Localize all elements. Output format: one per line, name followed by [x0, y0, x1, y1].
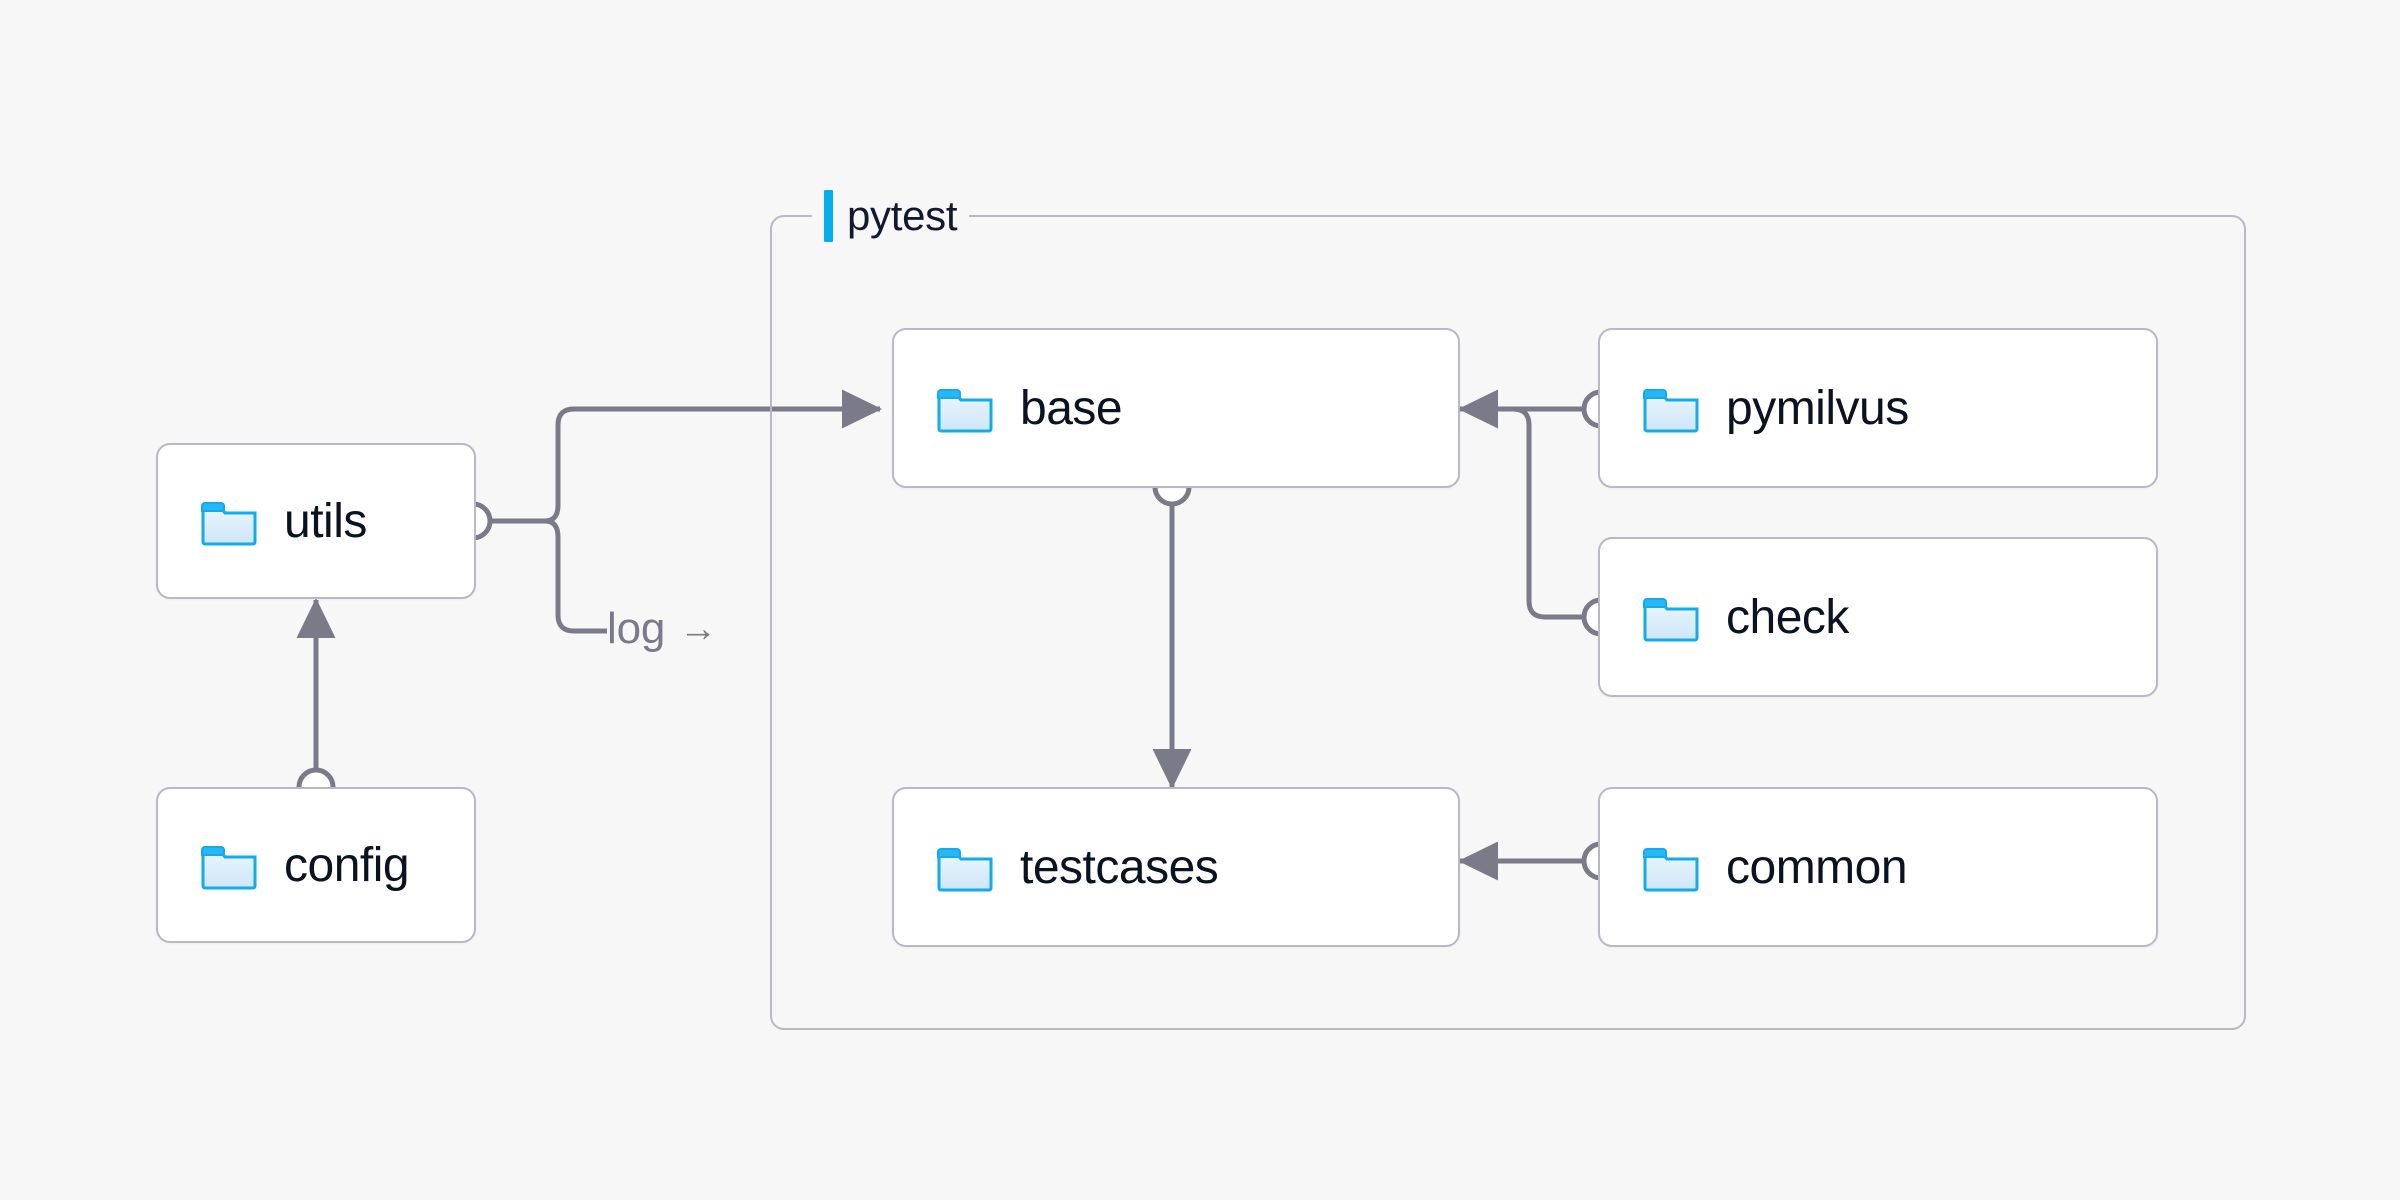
- node-check[interactable]: check: [1598, 537, 2158, 697]
- node-utils-content: utils: [158, 494, 367, 549]
- node-testcases[interactable]: testcases: [892, 787, 1460, 947]
- node-base-content: base: [894, 381, 1123, 436]
- node-check-content: check: [1600, 590, 1849, 645]
- node-utils-label: utils: [284, 494, 367, 548]
- node-config[interactable]: config: [156, 787, 476, 943]
- group-pytest-title-wrap: pytest: [812, 186, 970, 246]
- group-pytest-label: pytest: [847, 192, 958, 239]
- node-pymilvus-content: pymilvus: [1600, 381, 1909, 436]
- node-base-label: base: [1020, 381, 1123, 435]
- node-utils[interactable]: utils: [156, 443, 476, 599]
- folder-icon: [1643, 389, 1699, 433]
- folder-icon: [201, 846, 257, 890]
- node-common[interactable]: common: [1598, 787, 2158, 947]
- arrow-right-icon: →: [679, 608, 717, 650]
- node-common-content: common: [1600, 840, 1908, 895]
- node-pymilvus-label: pymilvus: [1726, 381, 1909, 435]
- folder-icon: [937, 389, 993, 433]
- node-config-label: config: [284, 838, 410, 892]
- node-base[interactable]: base: [892, 328, 1460, 488]
- node-config-content: config: [158, 838, 410, 893]
- group-accent-bar: [824, 190, 833, 242]
- group-pytest[interactable]: [770, 215, 2246, 1030]
- folder-icon: [1643, 848, 1699, 892]
- node-check-label: check: [1726, 590, 1849, 644]
- node-common-label: common: [1726, 840, 1908, 894]
- folder-icon: [937, 848, 993, 892]
- edge-label-log-text: log: [607, 604, 666, 653]
- folder-icon: [201, 502, 257, 546]
- edge-utils-log: [544, 518, 607, 634]
- folder-icon: [1643, 598, 1699, 642]
- edge-label-log: log →: [607, 604, 717, 654]
- node-testcases-label: testcases: [1020, 840, 1219, 894]
- node-testcases-content: testcases: [894, 840, 1219, 895]
- node-pymilvus[interactable]: pymilvus: [1598, 328, 2158, 488]
